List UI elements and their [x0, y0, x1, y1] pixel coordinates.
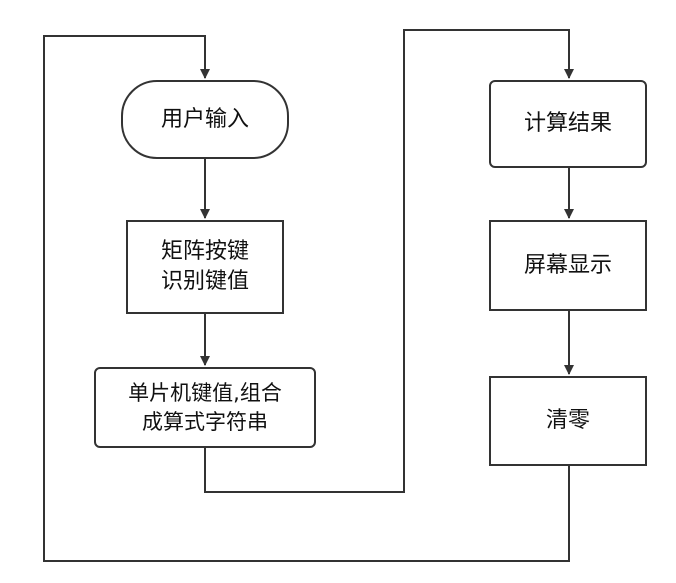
node-compute-label: 计算结果	[523, 111, 612, 137]
node-compute: 计算结果	[489, 80, 647, 168]
node-matrix-key-line2: 识别键值	[160, 269, 249, 294]
node-mcu-combine: 单片机键值,组合 成算式字符串	[94, 367, 316, 448]
node-matrix-key-line1: 矩阵按键	[160, 239, 249, 265]
node-clear-label: 清零	[545, 408, 590, 434]
node-display-label: 屏幕显示	[523, 252, 612, 278]
node-matrix-key: 矩阵按键 识别键值	[126, 220, 284, 314]
node-display: 屏幕显示	[489, 220, 647, 311]
edge-clear-to-input	[43, 35, 570, 562]
node-mcu-combine-line2: 成算式字符串	[142, 409, 268, 434]
node-user-input: 用户输入	[121, 80, 289, 159]
edge-mcu-to-compute	[204, 29, 574, 493]
node-mcu-combine-line1: 单片机键值,组合	[128, 381, 282, 406]
node-clear: 清零	[489, 376, 647, 466]
node-user-input-label: 用户输入	[160, 106, 249, 132]
